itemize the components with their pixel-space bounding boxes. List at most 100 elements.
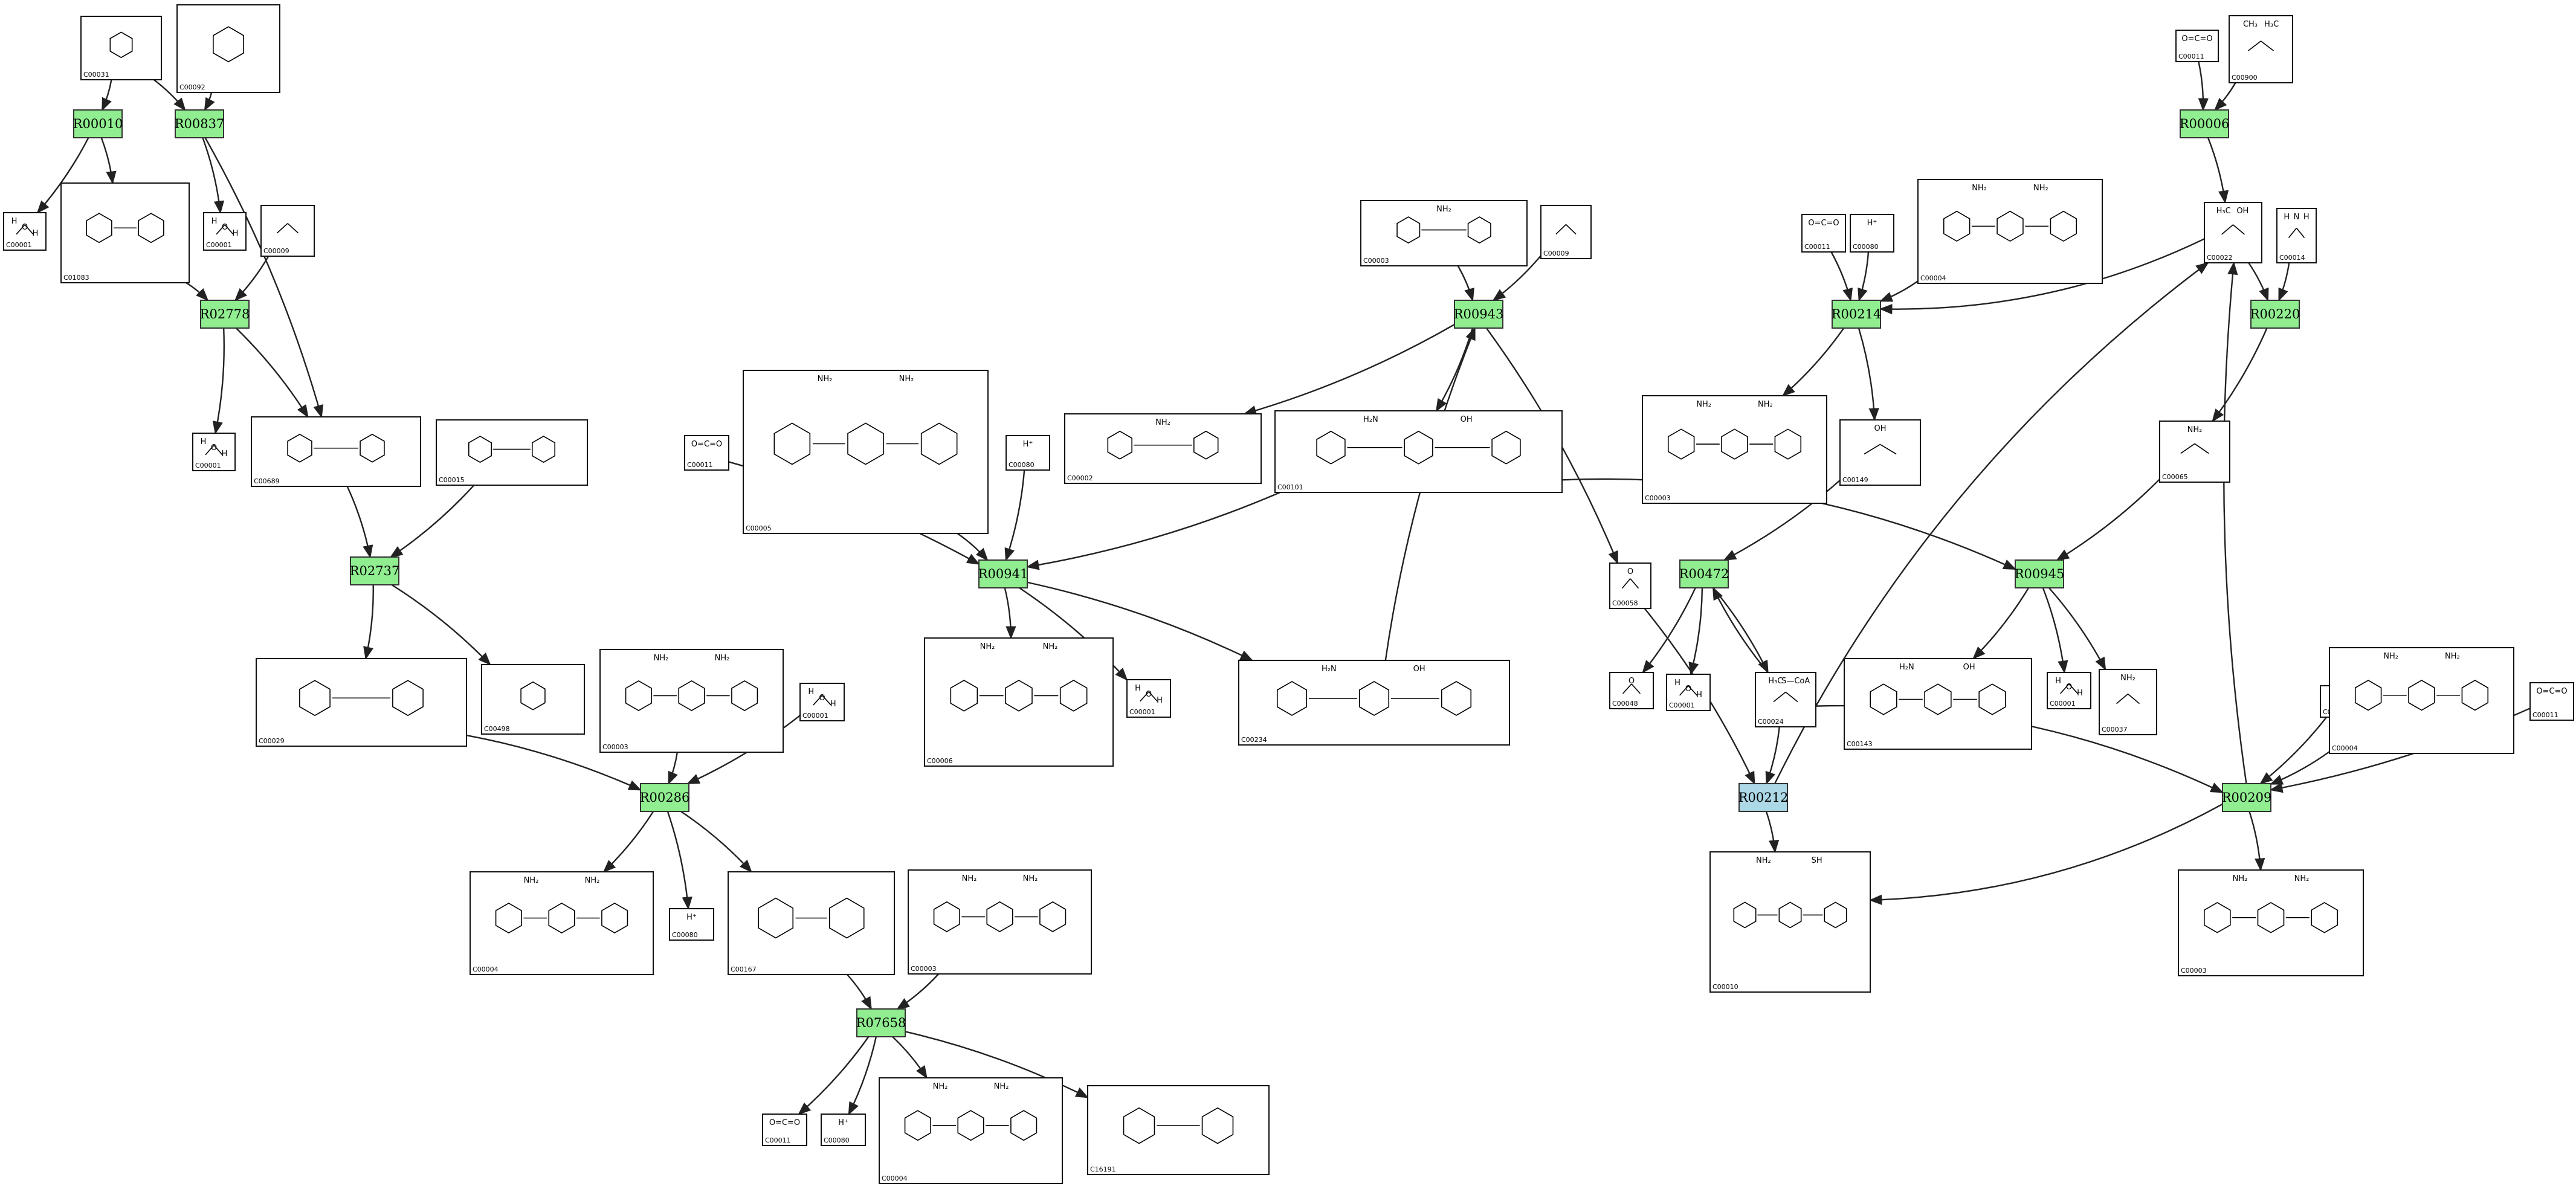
compound-C00080[interactable]: H⁺C00080	[1850, 214, 1894, 253]
compound-C16191[interactable]: C16191	[1087, 1085, 1270, 1175]
reaction-R07658[interactable]: R07658	[856, 1008, 906, 1037]
structure-drawing: HOH	[201, 437, 228, 459]
structure-drawing: NH₂	[1107, 418, 1219, 460]
compound-C00080[interactable]: H⁺C00080	[1006, 435, 1050, 471]
structure-drawing: HOH	[808, 688, 836, 709]
reaction-R00945[interactable]: R00945	[2015, 559, 2065, 588]
structure-text: O=C=O	[691, 440, 722, 449]
compound-C00689[interactable]: C00689	[251, 416, 421, 487]
reaction-R00941[interactable]: R00941	[978, 559, 1028, 588]
reaction-R00209[interactable]: R00209	[2222, 783, 2272, 812]
compound-id-label: C00001	[206, 241, 232, 249]
compound-C00029[interactable]: C00029	[256, 658, 467, 747]
reaction-label: R00010	[73, 117, 123, 131]
reaction-R00220[interactable]: R00220	[2250, 300, 2300, 329]
reaction-R00212[interactable]: R00212	[1738, 783, 1789, 812]
compound-box	[2529, 682, 2574, 721]
reaction-box	[2250, 300, 2300, 329]
structure-drawing: OH	[1864, 424, 1897, 455]
compound-C00015[interactable]: C00015	[436, 419, 588, 486]
compound-id-label: C01083	[63, 274, 89, 282]
compound-C01083[interactable]: C01083	[60, 182, 190, 283]
reaction-R00472[interactable]: R00472	[1679, 559, 1729, 588]
structure-text: H⁺	[686, 913, 697, 922]
reaction-label: R00286	[640, 790, 690, 805]
reaction-R00286[interactable]: R00286	[640, 783, 690, 812]
compound-C00080[interactable]: H⁺C00080	[669, 908, 714, 941]
compound-C00167[interactable]: C00167	[728, 871, 895, 975]
reaction-R00006[interactable]: R00006	[2180, 109, 2230, 138]
structure-text: H	[1674, 678, 1680, 688]
compound-id-label: C00003	[602, 743, 628, 751]
edge-c_09-R02737	[389, 485, 475, 558]
reaction-R00010[interactable]: R00010	[73, 109, 123, 138]
compound-C00031[interactable]: C00031	[80, 16, 162, 80]
structure-text: H₃C	[2264, 20, 2279, 29]
compound-C00498[interactable]: C00498	[481, 664, 585, 735]
compound-box	[1609, 672, 1654, 709]
structure-text: N	[2294, 213, 2300, 222]
compound-C00009[interactable]: C00009	[1540, 205, 1592, 259]
structure-drawing	[109, 31, 133, 59]
compound-box	[799, 683, 845, 721]
compound-C00080[interactable]: H⁺C00080	[821, 1113, 866, 1146]
structure-text: NH₂	[899, 375, 914, 384]
compound-id-label: C00029	[259, 737, 285, 745]
reaction-box	[200, 300, 250, 329]
compound-box	[1087, 1085, 1270, 1175]
structure-text: O	[1627, 567, 1633, 576]
reaction-R00837[interactable]: R00837	[175, 109, 225, 138]
reaction-R02737[interactable]: R02737	[350, 556, 400, 585]
structure-text: O=C=O	[2536, 687, 2567, 696]
reaction-R00943[interactable]: R00943	[1454, 300, 1504, 329]
reaction-R00214[interactable]: R00214	[1832, 300, 1882, 329]
compound-C00092[interactable]: C00092	[176, 4, 280, 93]
compound-C00009[interactable]: C00009	[260, 205, 315, 257]
compound-id-label: C00037	[2102, 726, 2128, 733]
reaction-R02778[interactable]: R02778	[200, 300, 250, 329]
structure-text: NH₂	[1436, 205, 1451, 214]
